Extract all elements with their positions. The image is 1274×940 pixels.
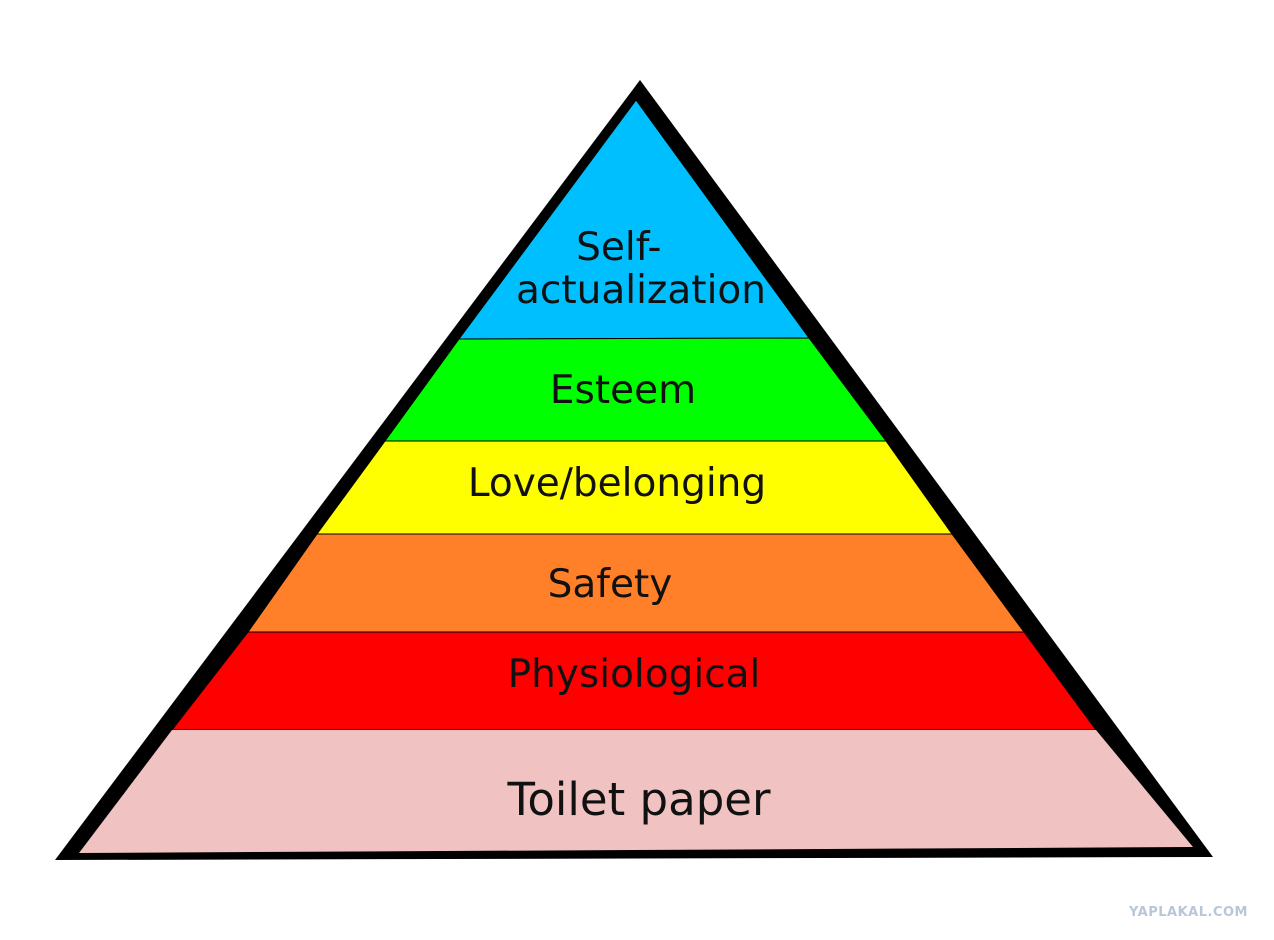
label-safety: Safety (548, 562, 673, 607)
label-self-actualization: Self- actualization (516, 225, 766, 313)
watermark-text: YAPLAKAL.COM (1129, 905, 1248, 920)
tier-toilet-paper (79, 730, 1193, 853)
label-toilet-paper: Toilet paper (507, 773, 771, 826)
label-love-belonging: Love/belonging (468, 461, 766, 506)
label-esteem: Esteem (550, 368, 696, 413)
label-physiological: Physiological (508, 652, 761, 697)
